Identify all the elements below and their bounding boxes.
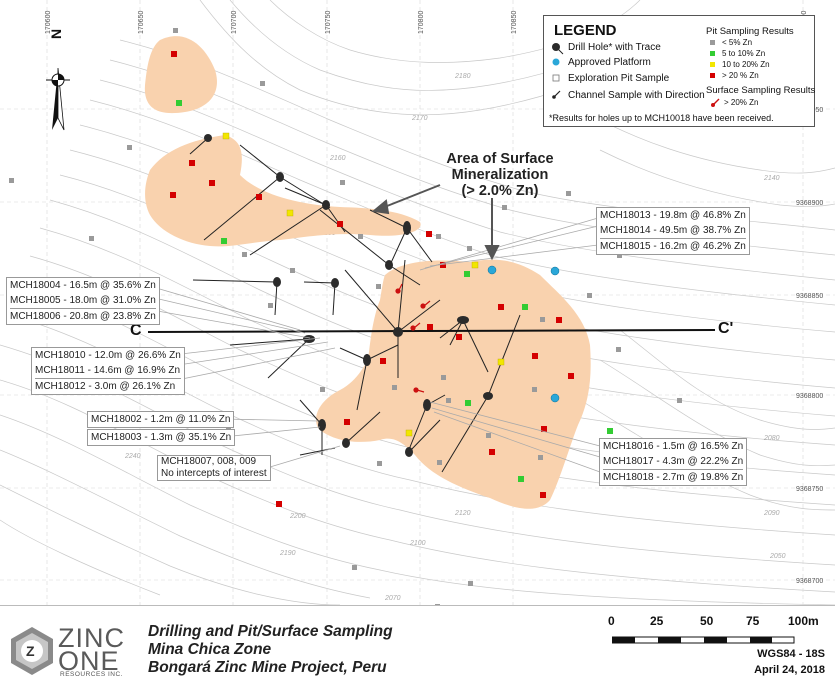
scale-label-50: 50 <box>700 614 714 628</box>
surface-sample-icon <box>711 98 720 107</box>
legend-surface-header: Surface Sampling Results <box>706 85 816 96</box>
channel-samples <box>395 283 431 393</box>
legend-title: LEGEND <box>554 22 617 39</box>
north-arrow: N <box>46 29 70 131</box>
legend-pit-5to10: 5 to 10% Zn <box>722 49 766 58</box>
scale-label-100m: 100m <box>788 614 819 628</box>
hole-results-mch18013-015: MCH18013 - 19.8m @ 46.8% Zn MCH18014 - 4… <box>596 207 750 255</box>
pit-samples-green <box>176 100 613 482</box>
svg-text:2190: 2190 <box>279 550 296 557</box>
svg-text:9368800: 9368800 <box>796 393 823 400</box>
svg-text:170700: 170700 <box>231 11 238 34</box>
section-label-end: C' <box>718 320 734 337</box>
svg-text:2070: 2070 <box>384 595 401 602</box>
legend-symbols <box>552 43 564 99</box>
svg-text:170850: 170850 <box>511 11 518 34</box>
date-label: April 24, 2018 <box>754 664 825 676</box>
title-block: Z ZINC ONE RESOURCES INC. Drilling and P… <box>0 605 835 681</box>
svg-text:2050: 2050 <box>769 553 786 560</box>
svg-text:9368750: 9368750 <box>796 486 823 493</box>
hole-results-mch18007-009: MCH18007, 008, 009 No intercepts of inte… <box>157 455 271 481</box>
logo-text-zinc: ZINC <box>58 623 125 653</box>
legend-pit-header: Pit Sampling Results <box>706 26 794 37</box>
hole-results-mch18010-012: MCH18010 - 12.0m @ 26.6% Zn MCH18011 - 1… <box>31 347 185 395</box>
mineralization-area <box>144 36 591 509</box>
svg-text:9368700: 9368700 <box>796 578 823 585</box>
area-arrows <box>371 184 500 261</box>
svg-text:170750: 170750 <box>325 11 332 34</box>
svg-text:9368850: 9368850 <box>796 293 823 300</box>
hole-results-mch18004-006: MCH18004 - 16.5m @ 35.6% Zn MCH18005 - 1… <box>6 277 160 325</box>
svg-text:2240: 2240 <box>124 453 141 460</box>
legend-pit-gt20: > 20 % Zn <box>722 71 759 80</box>
legend-pit-lt5: < 5% Zn <box>722 38 753 47</box>
svg-text:2100: 2100 <box>409 540 426 547</box>
svg-text:9368900: 9368900 <box>796 200 823 207</box>
approved-platform-icon <box>552 58 560 66</box>
legend-approved-platform: Approved Platform <box>568 57 651 68</box>
svg-text:170650: 170650 <box>138 11 145 34</box>
svg-text:170800: 170800 <box>418 11 425 34</box>
logo-text-one: ONE <box>58 646 120 676</box>
scale-bar: 0 25 50 75 100m <box>608 614 819 650</box>
svg-text:N: N <box>48 29 64 39</box>
hole-results-mch18002: MCH18002 - 1.2m @ 11.0% Zn <box>87 411 235 428</box>
legend-drill-hole: Drill Hole* with Trace <box>568 42 661 53</box>
projection-label: WGS84 - 18S <box>757 648 825 660</box>
svg-text:2200: 2200 <box>289 513 306 520</box>
hole-results-mch18016-018: MCH18016 - 1.5m @ 16.5% Zn MCH18017 - 4.… <box>599 438 748 486</box>
hole-results-mch18003: MCH18003 - 1.3m @ 35.1% Zn <box>87 429 236 446</box>
svg-text:2160: 2160 <box>329 155 346 162</box>
legend-note: *Results for holes up to MCH10018 have b… <box>549 113 774 123</box>
legend-pit-sample: Exploration Pit Sample <box>568 73 670 84</box>
legend-channel-sample: Channel Sample with Direction <box>568 90 705 101</box>
svg-text:2140: 2140 <box>763 175 780 182</box>
pit-sample-icon <box>552 74 560 82</box>
callout-leaders <box>145 217 601 473</box>
company-logo: Z ZINC ONE RESOURCES INC. <box>8 620 138 680</box>
svg-text:2120: 2120 <box>454 510 471 517</box>
scale-bar-graphic <box>612 636 795 644</box>
svg-text:2080: 2080 <box>763 435 780 442</box>
section-line <box>147 329 716 333</box>
pit-samples-yellow <box>222 132 505 437</box>
logo-text-resources: RESOURCES INC. <box>60 671 123 678</box>
zinc-one-logo-icon: Z <box>11 627 53 675</box>
scale-label-25: 25 <box>650 614 664 628</box>
drill-hole-icon <box>552 43 560 51</box>
scale-label-75: 75 <box>746 614 760 628</box>
map-title: Drilling and Pit/Surface Sampling Mina C… <box>148 623 393 676</box>
legend: LEGEND Drill Hole* with Trace Approved P… <box>543 15 815 127</box>
svg-text:2180: 2180 <box>454 73 471 80</box>
drill-hole-traces <box>189 137 521 473</box>
area-of-surface-mineralization-label: Area of Surface Mineralization (> 2.0% Z… <box>446 151 554 199</box>
scale-label-0: 0 <box>608 614 615 628</box>
svg-text:170600: 170600 <box>45 11 52 34</box>
legend-surface-gt20: > 20% Zn <box>724 98 759 107</box>
approved-platforms <box>487 265 560 403</box>
pit-samples-red <box>170 51 574 507</box>
legend-pit-10to20: 10 to 20% Zn <box>722 60 770 69</box>
svg-text:2170: 2170 <box>411 115 428 122</box>
section-label-start: C <box>130 322 142 339</box>
pit-color-swatches <box>710 40 715 78</box>
drill-hole-collars <box>204 134 493 457</box>
svg-text:2090: 2090 <box>763 510 780 517</box>
svg-text:Z: Z <box>26 643 35 659</box>
